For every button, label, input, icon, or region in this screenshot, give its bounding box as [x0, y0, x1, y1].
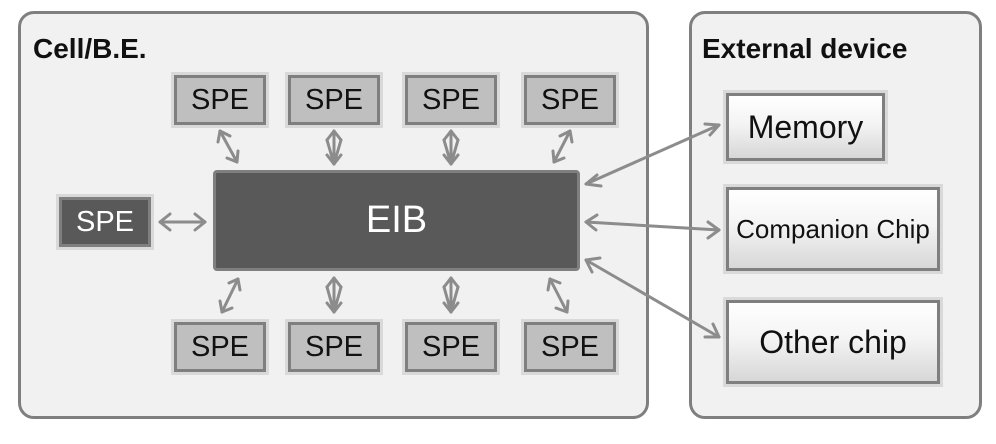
spe-top-3: SPE — [402, 72, 500, 128]
arrow-spe-top-2-eib — [325, 129, 343, 166]
spe-top-2: SPE — [285, 72, 383, 128]
eib-bus: EIB — [213, 170, 580, 271]
arrow-eib-companion-chip — [584, 213, 721, 240]
arrow-spe-bottom-4-eib — [546, 277, 570, 314]
spe-top-1: SPE — [171, 72, 269, 128]
arrow-spe-bottom-3-eib — [442, 276, 460, 314]
arrow-spe-left-eib — [158, 212, 207, 232]
arrow-spe-bottom-1-eib — [218, 277, 242, 314]
spe-bottom-1: SPE — [171, 319, 269, 375]
arrow-eib-other-chip — [584, 256, 721, 339]
arrow-spe-top-1-eib — [216, 129, 240, 164]
external-device-title: External device — [702, 33, 908, 64]
memory-box: Memory — [723, 90, 888, 164]
spe-bottom-3: SPE — [402, 319, 500, 375]
spe-bottom-4: SPE — [521, 319, 619, 375]
companion-chip-box: Companion Chip — [723, 184, 943, 274]
spe-bottom-2: SPE — [285, 319, 383, 375]
spe-top-4: SPE — [521, 72, 619, 128]
other-chip-box: Other chip — [723, 297, 943, 387]
arrow-spe-top-3-eib — [442, 129, 460, 166]
spe-left: SPE — [56, 194, 154, 250]
cell-be-title: Cell/B.E. — [33, 33, 147, 64]
arrow-spe-top-4-eib — [551, 129, 574, 164]
arrow-eib-memory — [584, 122, 721, 188]
arrow-spe-bottom-2-eib — [325, 276, 343, 314]
